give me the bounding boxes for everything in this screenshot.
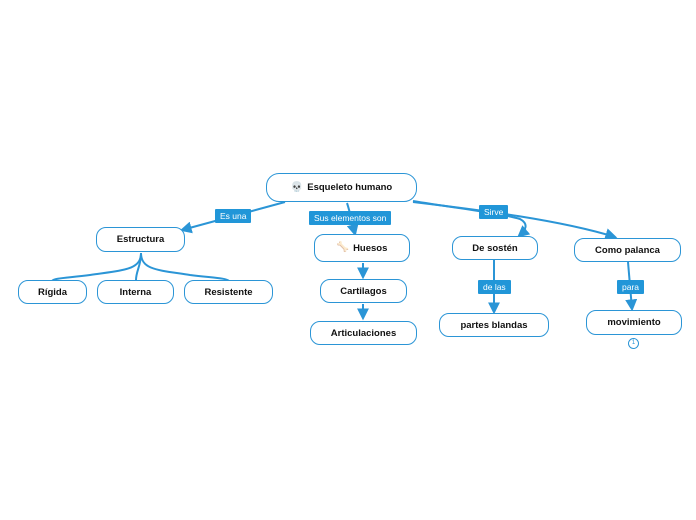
relation-label-sus-elementos-son[interactable]: Sus elementos son [309, 211, 392, 225]
node-label: movimiento [607, 317, 661, 328]
node-label: Rígida [37, 286, 68, 298]
relation-label-sirve[interactable]: Sirve [479, 205, 509, 219]
node-rigida[interactable]: Rígida [18, 280, 87, 304]
relation-label-es-una[interactable]: Es una [215, 209, 252, 223]
node-label: Estructura [116, 234, 165, 245]
node-huesos[interactable]: 🦴 Huesos [314, 234, 410, 262]
node-cartilagos[interactable]: Cartilagos [320, 279, 407, 303]
connector-estructura-rigida [51, 252, 142, 282]
node-label: Huesos [353, 242, 388, 254]
node-partes-blandas[interactable]: partes blandas [439, 313, 549, 337]
node-label: Cartilagos [340, 285, 387, 297]
node-de-sosten[interactable]: De sostén [452, 236, 538, 260]
node-como-palanca[interactable]: Como palanca [574, 238, 681, 262]
connector-estructura-resistente [140, 252, 230, 282]
node-articulaciones[interactable]: Articulaciones [310, 321, 417, 345]
collapsed-children-badge[interactable]: 1 [628, 338, 639, 349]
node-label: Resistente [204, 286, 253, 298]
node-label: Interna [119, 286, 152, 298]
connector-estructura-interna [135, 252, 142, 281]
node-label: De sostén [472, 242, 518, 254]
node-label: Esqueleto humano [307, 182, 393, 193]
connector-root-de-sosten [412, 200, 531, 238]
node-movimiento[interactable]: movimiento [586, 310, 682, 335]
relation-label-de-las[interactable]: de las [478, 280, 511, 294]
relation-label-para[interactable]: para [617, 280, 645, 294]
node-interna[interactable]: Interna [97, 280, 174, 304]
node-resistente[interactable]: Resistente [184, 280, 273, 304]
node-label: Articulaciones [330, 327, 397, 339]
node-estructura[interactable]: Estructura [96, 227, 185, 252]
bone-icon: 🦴 [336, 242, 350, 253]
node-label: partes blandas [460, 319, 528, 331]
node-label: Como palanca [595, 244, 660, 256]
node-esqueleto-humano[interactable]: 💀 Esqueleto humano [266, 173, 417, 202]
skull-icon: 💀 [290, 181, 304, 193]
connector-root-como-palanca [412, 201, 618, 240]
